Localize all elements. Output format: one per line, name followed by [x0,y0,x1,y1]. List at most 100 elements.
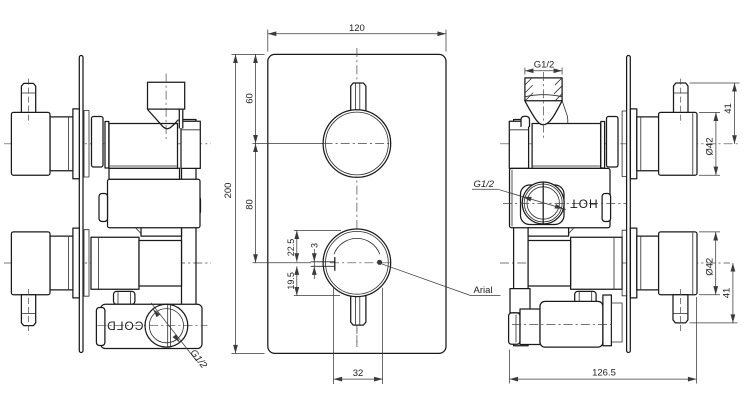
right-view-upper-collar [600,120,606,169]
left-view-chamber-endcap [98,192,109,223]
right-view-upper-escutcheon [629,108,638,180]
left-view-cold-port-inner [148,308,184,344]
left-view-upper-knob [10,111,51,176]
dim-plate-height-label: 200 [223,183,234,199]
right-view-chamber-endcap [601,192,612,223]
dim-plate-width-label: 120 [349,23,365,34]
right-view-lower-cartridge [569,236,623,290]
right-view-far-section [508,120,530,170]
right-view-port-ear [520,115,531,128]
left-view-far-section [180,120,201,170]
left-view-upper-body-flange [83,110,90,178]
dim-plate-width: 120 [267,23,447,52]
annotation-arial-label: Arial [474,285,493,296]
hot-port-label: HOT [569,196,597,210]
dim-top-knob-offset: 60 [245,54,323,144]
dim-knob-length-bottom: 41 [689,262,738,324]
right-view-bottom-flange [611,302,623,343]
dim-knob-diameter-bottom-label: Ø42 [704,258,715,276]
right-view-thread-hatching [524,77,563,102]
dim-knob-diameter-top-label: Ø42 [705,138,716,156]
dim-knob-length-bottom-label: 41 [722,288,733,299]
dim-indicator-thickness: 3 [310,243,320,279]
right-view-lower-knob [657,231,698,296]
right-view-bottom-endcap [507,312,521,345]
right-view-lower-body-block [527,239,572,287]
left-view-lower-escutcheon [72,227,80,299]
dim-top-knob-offset-label: 60 [245,93,256,104]
left-view-upper-endcap [90,115,104,168]
left-view-upper-cylinder [108,122,179,169]
left-view-upper-escutcheon [72,108,80,180]
dim-indicator-above-label: 22.5 [286,239,296,257]
right-view-upper-endcap [605,115,619,168]
dim-indicator-below: 19.5 [286,266,340,296]
dim-knob-length-top: 41 [689,82,740,144]
dim-top-thread-label: G1/2 [534,59,555,70]
right-view-hot-port: HOT G1/2 [472,179,630,226]
right-view-upper-neck [636,116,660,172]
dim-knob-length-top-label: 41 [723,103,734,114]
right-view-lower-knob-assembly [629,227,698,331]
front-temperature-dot [377,259,383,265]
right-view-upper-knob [657,111,698,176]
dim-indicator-thickness-label: 3 [310,243,320,248]
right-view-port-hump [561,100,569,124]
annotation-arial: Arial [381,263,501,296]
right-side-view: G1/2 HOT G1/2 [472,54,740,384]
left-view-top-port [146,73,186,139]
left-view-upper-knob-assembly [10,78,80,180]
left-view-lower-knob [10,231,51,296]
left-view-lower-body-block [138,239,183,287]
dim-handle-width: 32 [333,287,383,384]
front-bottom-stem [350,293,367,326]
right-view-hot-thread-callout: G1/2 [472,179,567,210]
dim-knob-diameter-top: Ø42 [699,112,720,176]
left-view-lower-neck [49,235,74,291]
left-view-upper-neck [49,116,74,172]
left-view-check-valve-boss [112,290,136,305]
right-view-lower-neck [636,235,660,291]
right-view-bottom-spacer [519,308,541,346]
left-view-lower-cartridge [90,236,140,290]
cold-port-label: COLD [106,319,143,333]
dim-indicator-below-label: 19.5 [286,272,296,290]
dim-knob-spacing: 80 [245,143,311,264]
left-view-cold-port-outer [144,303,189,348]
dim-overall-depth: 126.5 [509,297,697,384]
right-view-upper-body-flange [621,110,627,177]
dim-knob-spacing-label: 80 [245,199,256,210]
left-view-upper-body [90,103,202,229]
hot-thread-label: G1/2 [474,179,495,190]
left-view-cold-block: COLD [95,303,208,350]
front-bottom-knob-grip-arc [333,238,381,255]
right-view-top-thread-port [524,72,569,139]
front-top-knob [322,82,392,178]
left-view-port-chute [147,109,179,130]
left-view-lower-knob-assembly [10,227,80,335]
front-top-knob-outer [322,109,392,178]
front-view: 120 200 60 80 22.5 [223,23,501,384]
right-view-lower-body-flange [621,229,627,297]
dim-top-thread: G1/2 [524,59,563,75]
right-view-lower-escutcheon [629,227,638,299]
dim-knob-diameter-bottom: Ø42 [699,231,720,296]
right-view-bottom-connector [602,294,613,347]
dim-handle-width-label: 32 [353,368,364,379]
right-view-upper-cylinder [531,122,602,169]
left-view-upper-chamber [106,178,201,229]
right-view-wall-plate-edge [625,54,631,354]
left-view-upper-collar [104,120,110,169]
front-bottom-knob [310,228,392,347]
left-view-upper-band [108,167,181,180]
cold-thread-label: G1/2 [188,348,210,372]
left-side-view: COLD G1/2 [4,54,211,372]
dim-indicator-above: 22.5 [286,230,341,262]
dim-plate-height: 200 [223,54,265,354]
dim-overall-depth-label: 126.5 [592,368,616,379]
left-view-wall-plate-edge [78,54,84,354]
right-view-upper-knob-assembly [629,78,698,180]
front-top-stem [350,82,367,113]
left-view-lower-body-flange [83,229,90,297]
